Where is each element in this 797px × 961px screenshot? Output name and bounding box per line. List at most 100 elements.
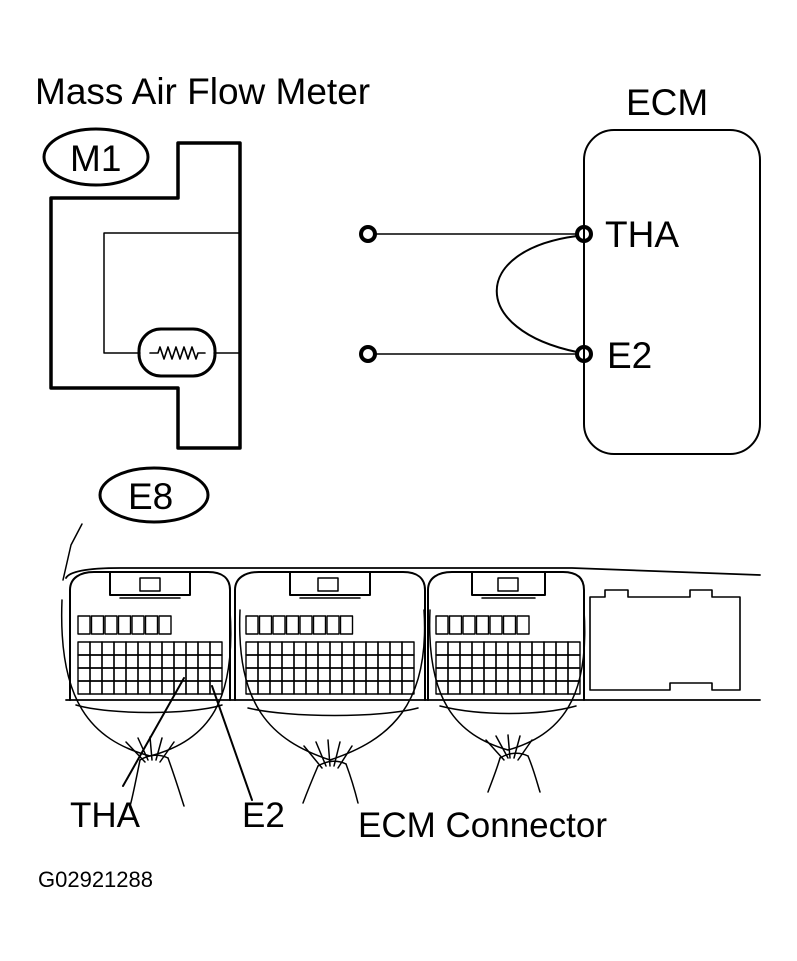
terminal-cell <box>341 641 355 656</box>
terminal-cell <box>312 615 327 635</box>
terminal-cell <box>104 615 118 635</box>
terminal-cell <box>144 615 159 635</box>
terminal-cell <box>317 680 331 695</box>
terminal-cell <box>543 667 557 682</box>
terminal-cell <box>447 680 461 695</box>
terminal-cell <box>377 654 391 669</box>
terminal-cell <box>197 667 211 682</box>
connector-plug-3 <box>427 571 585 701</box>
terminal-cell <box>113 680 127 695</box>
terminal-cell <box>483 667 497 682</box>
diagram-title: Mass Air Flow Meter <box>35 71 371 112</box>
connector-blank-section <box>589 589 741 691</box>
mass-air-flow-meter-body <box>42 127 242 450</box>
terminal-cell <box>459 667 473 682</box>
terminal-cell <box>462 615 476 635</box>
terminal-cell <box>305 667 319 682</box>
terminal-cell <box>435 667 449 682</box>
terminal-cell <box>245 654 259 669</box>
terminal-cell <box>555 667 569 682</box>
terminal-cell <box>281 641 295 656</box>
meter-internal-circuit <box>103 232 241 354</box>
terminal-cell <box>173 641 187 656</box>
terminal-cell <box>77 654 91 669</box>
terminal-cell <box>257 654 271 669</box>
terminal-cell <box>209 680 223 695</box>
terminal-cell <box>543 654 557 669</box>
terminal-cell <box>269 654 283 669</box>
terminal-cell <box>353 654 367 669</box>
terminal-cell <box>117 615 132 635</box>
terminal-cell <box>507 680 521 695</box>
terminal-cell <box>483 641 497 656</box>
e2-probe-terminal <box>359 345 377 363</box>
terminal-cell <box>113 654 127 669</box>
wire-harness-1 <box>60 599 232 807</box>
terminal-cell <box>209 667 223 682</box>
terminal-cell <box>305 680 319 695</box>
terminal-cell <box>257 680 271 695</box>
terminal-cell <box>101 680 115 695</box>
terminal-cell <box>435 654 449 669</box>
terminal-cell <box>531 654 545 669</box>
terminal-cell <box>161 641 175 656</box>
terminal-cell <box>389 654 403 669</box>
wire-harness-2 <box>238 609 426 804</box>
terminal-cell <box>531 641 545 656</box>
terminal-cell <box>555 654 569 669</box>
terminal-cell <box>281 680 295 695</box>
ecm-connector-code-bubble <box>98 466 210 524</box>
connector-plug-1 <box>69 571 231 701</box>
terminal-cell <box>329 680 343 695</box>
terminal-cell <box>389 680 403 695</box>
terminal-cell <box>317 654 331 669</box>
terminal-cell <box>471 680 485 695</box>
terminal-cell <box>329 654 343 669</box>
terminal-cell <box>101 667 115 682</box>
terminal-cell <box>507 641 521 656</box>
terminal-cell <box>269 641 283 656</box>
terminal-cell <box>77 615 91 635</box>
terminal-cell <box>353 641 367 656</box>
terminal-cell <box>519 667 533 682</box>
terminal-cell <box>507 667 521 682</box>
terminal-cell <box>90 615 105 635</box>
terminal-cell <box>245 667 259 682</box>
terminal-cell <box>389 667 403 682</box>
terminal-cell <box>329 667 343 682</box>
terminal-cell <box>567 641 581 656</box>
terminal-cell <box>125 680 139 695</box>
terminal-cell <box>149 667 163 682</box>
terminal-cell <box>377 680 391 695</box>
terminal-cell <box>299 615 313 635</box>
ecm-unit <box>359 129 761 455</box>
terminal-cell <box>531 680 545 695</box>
thermistor-loop-wire <box>495 235 578 353</box>
figure-code: G02921288 <box>38 867 153 892</box>
terminal-cell <box>483 680 497 695</box>
terminal-cell <box>293 641 307 656</box>
terminal-cell <box>502 615 517 635</box>
terminal-cell <box>197 654 211 669</box>
terminal-cell <box>137 667 151 682</box>
terminal-cell <box>209 641 223 656</box>
connector-plug-2 <box>234 571 426 701</box>
terminal-cell <box>435 641 449 656</box>
thermistor-resistor-icon <box>149 346 206 360</box>
e2-callout-line <box>211 685 253 801</box>
tha-ecm-terminal <box>575 225 593 243</box>
terminal-cell <box>341 680 355 695</box>
terminal-cell <box>158 615 172 635</box>
terminal-cell <box>519 641 533 656</box>
terminal-cell <box>305 641 319 656</box>
terminal-cell <box>185 641 199 656</box>
tha-callout-line <box>122 677 185 787</box>
terminal-cell <box>495 641 509 656</box>
terminal-grid-1 <box>77 615 223 695</box>
terminal-cell <box>567 654 581 669</box>
terminal-cell <box>401 667 415 682</box>
ecm-e2-terminal-label: E2 <box>607 335 653 376</box>
terminal-cell <box>519 654 533 669</box>
terminal-cell <box>185 654 199 669</box>
